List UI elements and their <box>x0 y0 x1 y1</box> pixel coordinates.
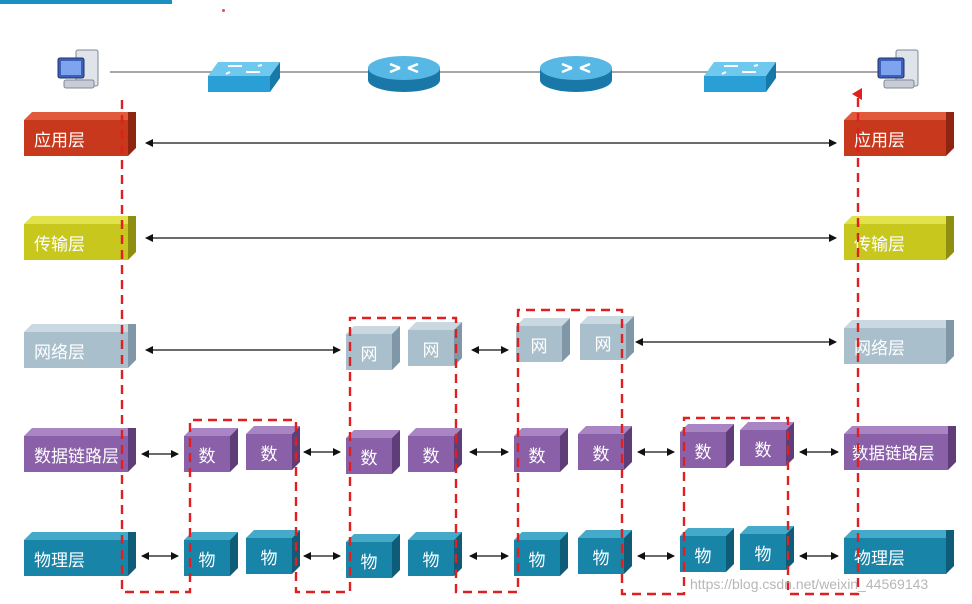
right-application-layer: 应用层 <box>844 112 954 156</box>
router1-datalink-block-a: 数 <box>346 430 400 474</box>
right-transport-layer: 传输层 <box>844 216 954 260</box>
router-icon <box>540 56 612 92</box>
left-application-layer: 应用层 <box>24 112 136 156</box>
block-label: 数 <box>514 436 560 472</box>
switch1-datalink-block-a: 数 <box>184 428 238 472</box>
header-accent-bar <box>0 0 172 4</box>
block-label: 物 <box>578 538 624 574</box>
layer-label: 网络层 <box>24 332 128 368</box>
layer-label: 物理层 <box>844 538 946 574</box>
layer-label: 应用层 <box>844 120 946 156</box>
switch1-datalink-block-b: 数 <box>246 426 300 470</box>
switch2-physical-block-a: 物 <box>680 528 734 572</box>
block-label: 物 <box>346 542 392 578</box>
block-label: 网 <box>516 326 562 362</box>
block-label: 数 <box>578 434 624 470</box>
switch1-physical-block-a: 物 <box>184 532 238 576</box>
block-label: 数 <box>408 436 454 472</box>
switch-icon <box>208 62 280 92</box>
router-icon <box>368 56 440 92</box>
block-label: 物 <box>246 538 292 574</box>
switch-icon <box>704 62 776 92</box>
switch2-datalink-block-a: 数 <box>680 424 734 468</box>
computer-icon <box>57 49 99 89</box>
layer-label: 物理层 <box>24 540 128 576</box>
router2-network-block-a: 网 <box>516 318 570 362</box>
left-physical-layer: 物理层 <box>24 532 136 576</box>
switch1-physical-block-b: 物 <box>246 530 300 574</box>
watermark-text: https://blog.csdn.net/weixin_44569143 <box>690 576 929 592</box>
router2-physical-block-a: 物 <box>514 532 568 576</box>
block-label: 数 <box>184 436 230 472</box>
router1-network-block-b: 网 <box>408 322 462 366</box>
right-datalink-layer: 数据链路层 <box>844 426 956 470</box>
layer-label: 传输层 <box>844 224 946 260</box>
router1-physical-block-a: 物 <box>346 534 400 578</box>
block-label: 网 <box>346 334 392 370</box>
layer-label: 网络层 <box>844 328 946 364</box>
router1-network-block-a: 网 <box>346 326 400 370</box>
block-label: 物 <box>740 534 786 570</box>
computer-icon <box>877 49 919 89</box>
switch2-physical-block-b: 物 <box>740 526 794 570</box>
block-label: 物 <box>514 540 560 576</box>
left-transport-layer: 传输层 <box>24 216 136 260</box>
block-label: 网 <box>408 330 454 366</box>
right-physical-layer: 物理层 <box>844 530 954 574</box>
block-label: 物 <box>408 540 454 576</box>
router2-network-block-b: 网 <box>580 316 634 360</box>
layer-label: 数据链路层 <box>844 434 948 470</box>
block-label: 数 <box>740 430 786 466</box>
layer-label: 传输层 <box>24 224 128 260</box>
block-label: 数 <box>246 434 292 470</box>
switch2-datalink-block-b: 数 <box>740 422 794 466</box>
layer-label: 数据链路层 <box>24 436 128 472</box>
stray-mark <box>222 9 225 12</box>
data-flow-path <box>120 88 862 596</box>
router2-datalink-block-a: 数 <box>514 428 568 472</box>
router2-physical-block-b: 物 <box>578 530 632 574</box>
block-label: 数 <box>346 438 392 474</box>
left-network-layer: 网络层 <box>24 324 136 368</box>
block-label: 数 <box>680 432 726 468</box>
left-datalink-layer: 数据链路层 <box>24 428 136 472</box>
router2-datalink-block-b: 数 <box>578 426 632 470</box>
router1-datalink-block-b: 数 <box>408 428 462 472</box>
router1-physical-block-b: 物 <box>408 532 462 576</box>
block-label: 物 <box>680 536 726 572</box>
peer-arrows <box>141 139 839 560</box>
layer-label: 应用层 <box>24 120 128 156</box>
block-label: 物 <box>184 540 230 576</box>
block-label: 网 <box>580 324 626 360</box>
right-network-layer: 网络层 <box>844 320 954 364</box>
